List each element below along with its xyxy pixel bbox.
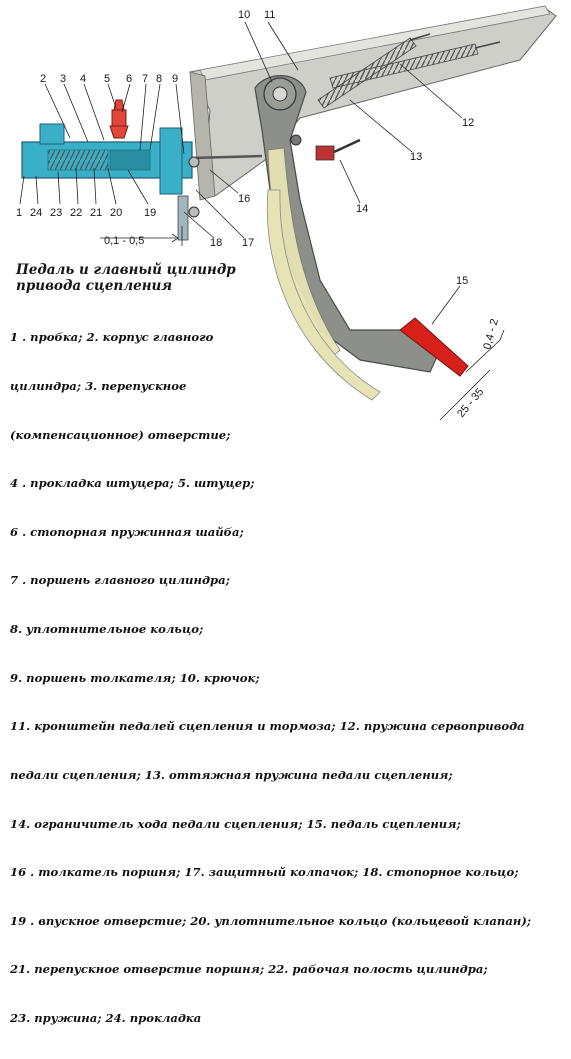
callout-23: 23 (50, 207, 62, 219)
legend-line: 8. уплотнительное кольцо; (10, 622, 204, 637)
legend-line: 7 . поршень главного цилиндра; (10, 573, 230, 588)
legend-line: 19 . впускное отверстие; 20. уплотнитель… (10, 913, 532, 928)
return-spring (317, 33, 431, 109)
fitting (109, 99, 129, 139)
callout-13: 13 (410, 151, 422, 163)
legend-line: 21. перепускное отверстие поршня; 22. ра… (10, 962, 488, 977)
dimension-gap: 0,1 - 0,5 (104, 235, 144, 247)
callout-19: 19 (144, 207, 156, 219)
legend-line: 14. ограничитель хода педали сцепления; … (10, 816, 461, 831)
callout-3: 3 (60, 73, 66, 85)
legend-line: педали сцепления; 13. оттяжная пружина п… (10, 767, 453, 782)
leader-lines (19, 21, 505, 421)
legend-line: 11. кронштейн педалей сцепления и тормоз… (10, 719, 525, 734)
legend-line: цилиндра; 3. перепускное (10, 379, 187, 394)
legend-line: 16 . толкатель поршня; 17. защитный колп… (10, 865, 519, 880)
legend: Педаль и главный цилиндр привода сцеплен… (10, 262, 566, 1059)
pedal-pad (399, 317, 469, 377)
legend-line: (компенсационное) отверстие; (10, 427, 231, 442)
callout-1: 1 (16, 207, 22, 219)
caption-title: Педаль и главный цилиндр привода сцеплен… (16, 262, 566, 294)
callout-21: 21 (90, 207, 102, 219)
callout-16: 16 (238, 193, 250, 205)
title-line: привода сцепления (16, 278, 173, 294)
callout-7: 7 (142, 73, 148, 85)
callout-8: 8 (156, 73, 162, 85)
callout-6: 6 (126, 73, 132, 85)
callout-4: 4 (80, 73, 86, 85)
callout-14: 14 (356, 203, 368, 215)
legend-line: 23. пружина; 24. прокладка (10, 1010, 202, 1025)
callout-12: 12 (462, 117, 474, 129)
clutch-pedal-diagram: 1 24 23 22 21 20 19 2 3 4 5 6 7 8 9 10 1… (16, 5, 557, 421)
callout-9: 9 (172, 73, 178, 85)
callout-22: 22 (70, 207, 82, 219)
travel-limiter (315, 138, 361, 161)
legend-items: 1 . пробка; 2. корпус главного цилиндра;… (10, 297, 566, 1059)
callout-20: 20 (110, 207, 122, 219)
callout-18: 18 (210, 237, 222, 249)
legend-line: 1 . пробка; 2. корпус главного (10, 330, 214, 345)
callouts: 1 24 23 22 21 20 19 2 3 4 5 6 7 8 9 10 1… (16, 9, 474, 287)
master-cylinder (21, 123, 263, 241)
title-line: Педаль и главный цилиндр (16, 262, 236, 278)
callout-11: 11 (264, 9, 275, 21)
legend-line: 6 . стопорная пружинная шайба; (10, 524, 244, 539)
callout-2: 2 (40, 73, 46, 85)
pedal-bracket (189, 5, 557, 201)
callout-5: 5 (104, 73, 110, 85)
callout-17: 17 (242, 237, 254, 249)
callout-10: 10 (238, 9, 250, 21)
callout-24: 24 (30, 207, 42, 219)
legend-line: 4 . прокладка штуцера; 5. штуцер; (10, 476, 255, 491)
legend-line: 9. поршень толкателя; 10. крючок; (10, 670, 260, 685)
callout-15: 15 (456, 275, 468, 287)
